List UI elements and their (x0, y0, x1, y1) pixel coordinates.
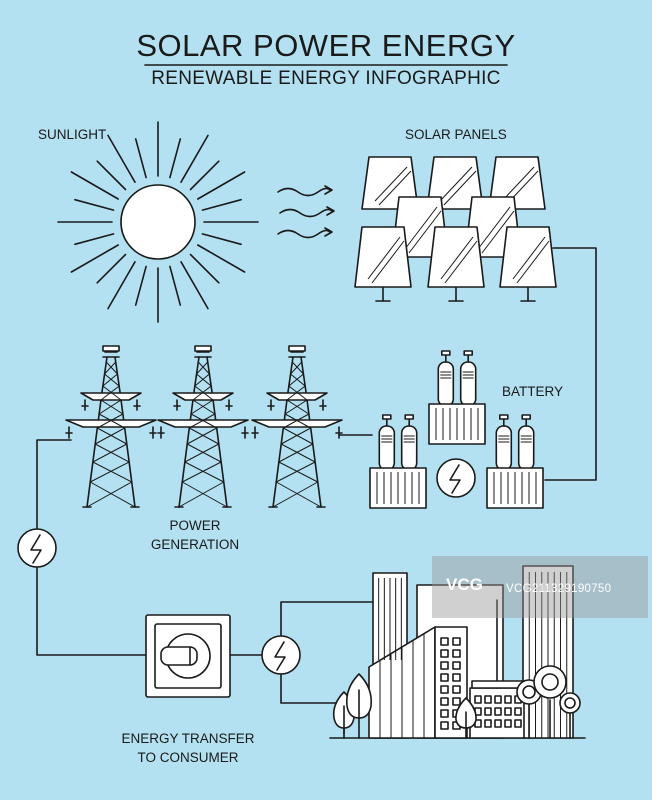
watermark-band (432, 556, 648, 618)
battery-tank-icon (486, 414, 544, 509)
label-solar-panels: SOLAR PANELS (405, 127, 507, 142)
page-subtitle: RENEWABLE ENERGY INFOGRAPHIC (151, 68, 501, 89)
solar-panel-icon (499, 226, 557, 302)
watermark-logo: VCG (446, 575, 483, 594)
window (494, 707, 502, 716)
window (440, 709, 449, 718)
label-battery: BATTERY (502, 384, 564, 399)
sun-ray (180, 134, 209, 183)
window (474, 695, 482, 704)
sun-ray (169, 138, 182, 179)
label-energy-transfer: ENERGY TRANSFER TO CONSUMER (108, 729, 268, 767)
battery-tank-icon (428, 350, 486, 445)
tree-icon (345, 673, 373, 739)
sun-ray (201, 198, 242, 211)
solar-panel-icon (427, 226, 485, 302)
solar-panel-icon (354, 226, 412, 302)
solar-panel-icon (426, 156, 484, 210)
window (440, 637, 449, 646)
window (484, 719, 492, 728)
window (440, 649, 449, 658)
sun-ray (74, 198, 115, 211)
sun-icon (57, 121, 259, 323)
sun-ray (107, 134, 136, 183)
label-sunlight: SUNLIGHT (38, 127, 107, 142)
label-line: GENERATION (150, 537, 240, 552)
transmission-tower-icon (251, 345, 343, 508)
label-line: TO CONSUMER (137, 750, 239, 765)
solar-panel-icon (488, 156, 546, 210)
window (452, 661, 461, 670)
transmission-tower-icon (65, 345, 157, 508)
window (504, 695, 512, 704)
sun-ray (180, 260, 209, 310)
lightning-bolt-icon (436, 458, 476, 498)
wave-arrow (324, 185, 333, 195)
tree-icon (533, 665, 567, 739)
window (452, 673, 461, 682)
power-towers-group (65, 345, 343, 508)
wave-line (279, 208, 333, 218)
window (440, 697, 449, 706)
window (440, 685, 449, 694)
sun-ray (134, 138, 147, 179)
sun-ray (189, 160, 220, 191)
sun-ray (134, 265, 147, 306)
sun-ray (197, 171, 246, 200)
window (440, 673, 449, 682)
wave-arrow (326, 206, 335, 216)
lightning-bolt-icon (17, 528, 57, 568)
page-title: SOLAR POWER ENERGY (136, 28, 516, 63)
window (440, 661, 449, 670)
window (484, 707, 492, 716)
window (494, 695, 502, 704)
wind-waves-icon (277, 185, 335, 239)
window (484, 695, 492, 704)
sun-ray (107, 260, 136, 310)
sun-ray (70, 244, 119, 273)
window (494, 719, 502, 728)
sun-disc (120, 184, 196, 260)
sun-ray (197, 244, 246, 273)
wire-panels-to-battery (544, 247, 597, 481)
window (514, 707, 522, 716)
wave-line (277, 187, 331, 197)
city-buildings-icon (329, 565, 586, 739)
window (452, 649, 461, 658)
window (452, 637, 461, 646)
power-switch-icon (145, 614, 231, 698)
window (504, 707, 512, 716)
wave-line (277, 229, 331, 239)
label-power-generation: POWER GENERATION (130, 516, 260, 554)
transmission-tower-icon (157, 345, 249, 508)
window (452, 685, 461, 694)
solar-panels-group (354, 156, 557, 302)
window (440, 721, 449, 730)
window (514, 719, 522, 728)
window (504, 719, 512, 728)
sun-ray (189, 253, 220, 284)
sun-ray (201, 233, 242, 246)
sun-ray (74, 233, 115, 246)
battery-tank-icon (369, 414, 427, 509)
wave-arrow (324, 227, 333, 237)
battery-group (369, 350, 544, 509)
tree-icon (455, 697, 477, 739)
watermark-text: VCG211329190750 (506, 583, 612, 595)
tree-icon (559, 692, 581, 739)
wire-meter-to-city-top (280, 601, 374, 637)
sun-ray (96, 160, 127, 191)
sun-ray (96, 253, 127, 284)
label-line: ENERGY TRANSFER (121, 731, 255, 746)
sun-ray (169, 265, 182, 306)
sun-rays (57, 121, 259, 323)
sun-ray (70, 171, 119, 200)
label-line: POWER (169, 518, 221, 533)
window (452, 697, 461, 706)
lightning-bolt-icon (261, 635, 301, 675)
